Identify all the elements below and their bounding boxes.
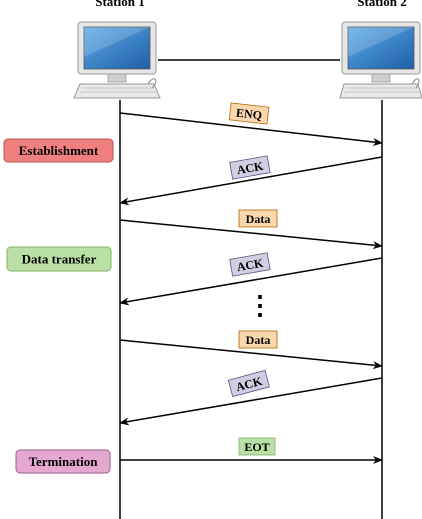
message-arrow [119, 112, 383, 146]
phase-label-establishment: Establishment [3, 138, 114, 163]
phase-label-data-transfer: Data transfer [6, 246, 112, 272]
message-label: Data [238, 330, 278, 349]
message-arrow [119, 219, 383, 250]
message-label: ACK [229, 252, 271, 277]
desktop-computer-icon [73, 21, 161, 99]
message-arrow [119, 377, 383, 426]
message-arrow [119, 156, 383, 206]
svg-text:Data: Data [246, 333, 271, 347]
phase-label-termination: Termination [15, 449, 111, 474]
message-arrow [119, 339, 383, 370]
svg-text:ACK: ACK [236, 256, 265, 275]
message-label: ACK [227, 369, 270, 398]
svg-text:Data transfer: Data transfer [22, 252, 97, 267]
message-label: EOT [238, 437, 276, 456]
message-label: ACK [229, 155, 271, 180]
svg-text:Establishment: Establishment [19, 143, 99, 158]
station-1-label: Station 1 [95, 0, 144, 9]
svg-text:EOT: EOT [244, 440, 269, 454]
svg-text:ACK: ACK [234, 374, 264, 395]
message-arrow [119, 257, 383, 306]
continuation-ellipsis: ⋮ [247, 291, 273, 320]
message-label: Data [238, 209, 278, 228]
svg-text:ACK: ACK [236, 159, 265, 178]
message-label: ENQ [228, 102, 270, 125]
station-2-label: Station 2 [357, 0, 406, 9]
desktop-computer-icon [339, 21, 422, 99]
svg-text:Termination: Termination [29, 454, 99, 469]
svg-text:ENQ: ENQ [235, 106, 262, 123]
svg-text:Data: Data [246, 212, 271, 226]
